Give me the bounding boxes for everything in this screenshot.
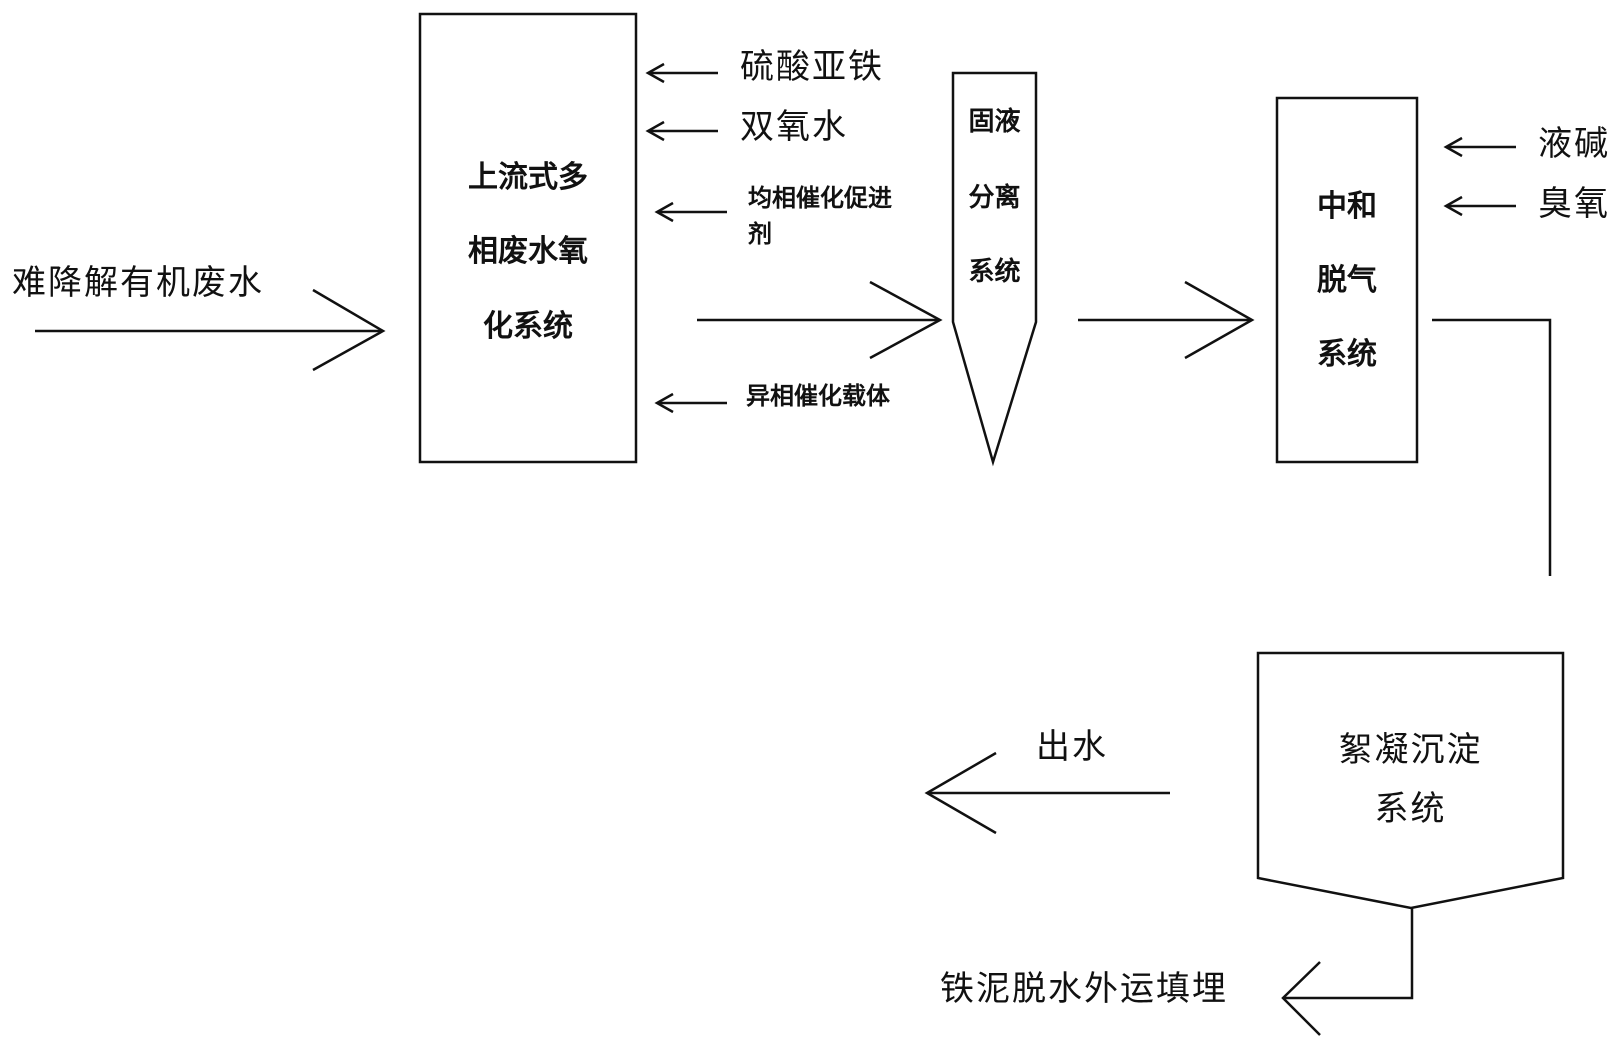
arrow-outlet-water <box>924 751 1170 835</box>
arrow-oxidation-to-separation <box>697 280 943 360</box>
neutralization-system-line-2: 脱气 <box>1317 263 1377 298</box>
arrow-separation-to-neutralization <box>1078 280 1255 360</box>
oxidation-system-line-3: 化系统 <box>483 309 573 344</box>
arrow-reagent-ozone <box>1443 195 1516 217</box>
oxidation-system-line-1: 上流式多 <box>468 160 588 195</box>
oxidation-system-box <box>418 12 638 464</box>
separation-system-line-3: 系统 <box>968 257 1021 287</box>
oxidation-system-line-2: 相废水氧 <box>468 234 588 269</box>
input-wastewater-label: 难降解有机废水 <box>12 263 264 303</box>
reagent-ozone-label: 臭氧 <box>1538 184 1610 224</box>
neutralization-system-box <box>1275 96 1419 464</box>
flocculation-system-line-2: 系统 <box>1374 789 1447 829</box>
outlet-water-label: 出水 <box>1036 727 1108 767</box>
arrow-reagent-heterogeneous-carrier <box>654 392 727 414</box>
arrow-reagent-liquid-alkali <box>1443 136 1516 158</box>
arrow-reagent-homogeneous-promoter <box>654 201 727 223</box>
arrow-input-to-oxidation <box>35 288 386 372</box>
separation-system-vessel <box>951 71 1038 467</box>
connector-neutralization-to-flocculation <box>1432 318 1552 576</box>
outlet-sludge-label: 铁泥脱水外运填埋 <box>940 969 1228 1009</box>
reagent-homogeneous-promoter-label: 均相催化促进 <box>748 184 892 212</box>
separation-system-line-2: 分离 <box>968 183 1021 213</box>
reagent-ferrous-sulfate-label: 硫酸亚铁 <box>740 47 884 87</box>
separation-system-line-1: 固液 <box>968 107 1021 137</box>
flocculation-system-line-1: 絮凝沉淀 <box>1338 730 1483 770</box>
reagent-heterogeneous-carrier-label: 异相催化载体 <box>746 382 890 410</box>
reagent-liquid-alkali-label: 液碱 <box>1538 124 1610 164</box>
arrow-reagent-hydrogen-peroxide <box>645 120 718 142</box>
arrow-reagent-ferrous-sulfate <box>645 62 718 84</box>
neutralization-system-line-1: 中和 <box>1317 189 1377 224</box>
reagent-hydrogen-peroxide-label: 双氧水 <box>740 107 848 147</box>
arrow-outlet-sludge <box>1281 908 1414 1036</box>
neutralization-system-line-3: 系统 <box>1317 337 1377 372</box>
flocculation-system-vessel <box>1256 651 1565 910</box>
reagent-homogeneous-promoter-label-cont: 剂 <box>748 220 772 248</box>
